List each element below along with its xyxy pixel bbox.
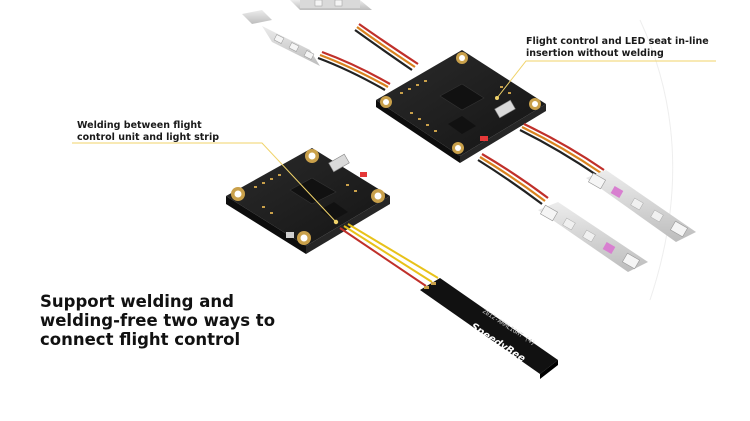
solder-wires xyxy=(339,223,439,287)
led-strip-upper-left xyxy=(242,10,320,66)
headline-line1: Support welding and xyxy=(40,292,234,311)
callout-weld-line1: Welding between flight xyxy=(77,120,202,131)
led-strip-right-lower xyxy=(538,202,648,272)
headline: Support welding and welding-free two way… xyxy=(40,292,275,349)
headline-line2: welding-free two ways to xyxy=(40,311,276,330)
callout-leaders xyxy=(72,60,716,223)
callout-welding: Welding between flight control unit and … xyxy=(77,120,219,144)
background-arc xyxy=(639,19,674,301)
callout-inline-insertion: Flight control and LED seat in-line inse… xyxy=(526,36,709,60)
flight-controller-left xyxy=(226,148,390,254)
flight-controller-top xyxy=(376,50,546,163)
wires-top xyxy=(317,23,419,91)
led-strip-right-upper xyxy=(586,170,696,242)
led-strip-top xyxy=(290,0,372,10)
led-bar: SpeedyBee 2812-ARMLIGHT (4) xyxy=(420,278,558,379)
callout-weld-line2: control unit and light strip xyxy=(77,132,220,143)
callout-inline-line2: insertion without welding xyxy=(526,48,664,59)
callout-inline-line1: Flight control and LED seat in-line xyxy=(526,36,709,47)
wires-right xyxy=(477,123,605,205)
headline-line3: connect flight control xyxy=(40,330,241,349)
